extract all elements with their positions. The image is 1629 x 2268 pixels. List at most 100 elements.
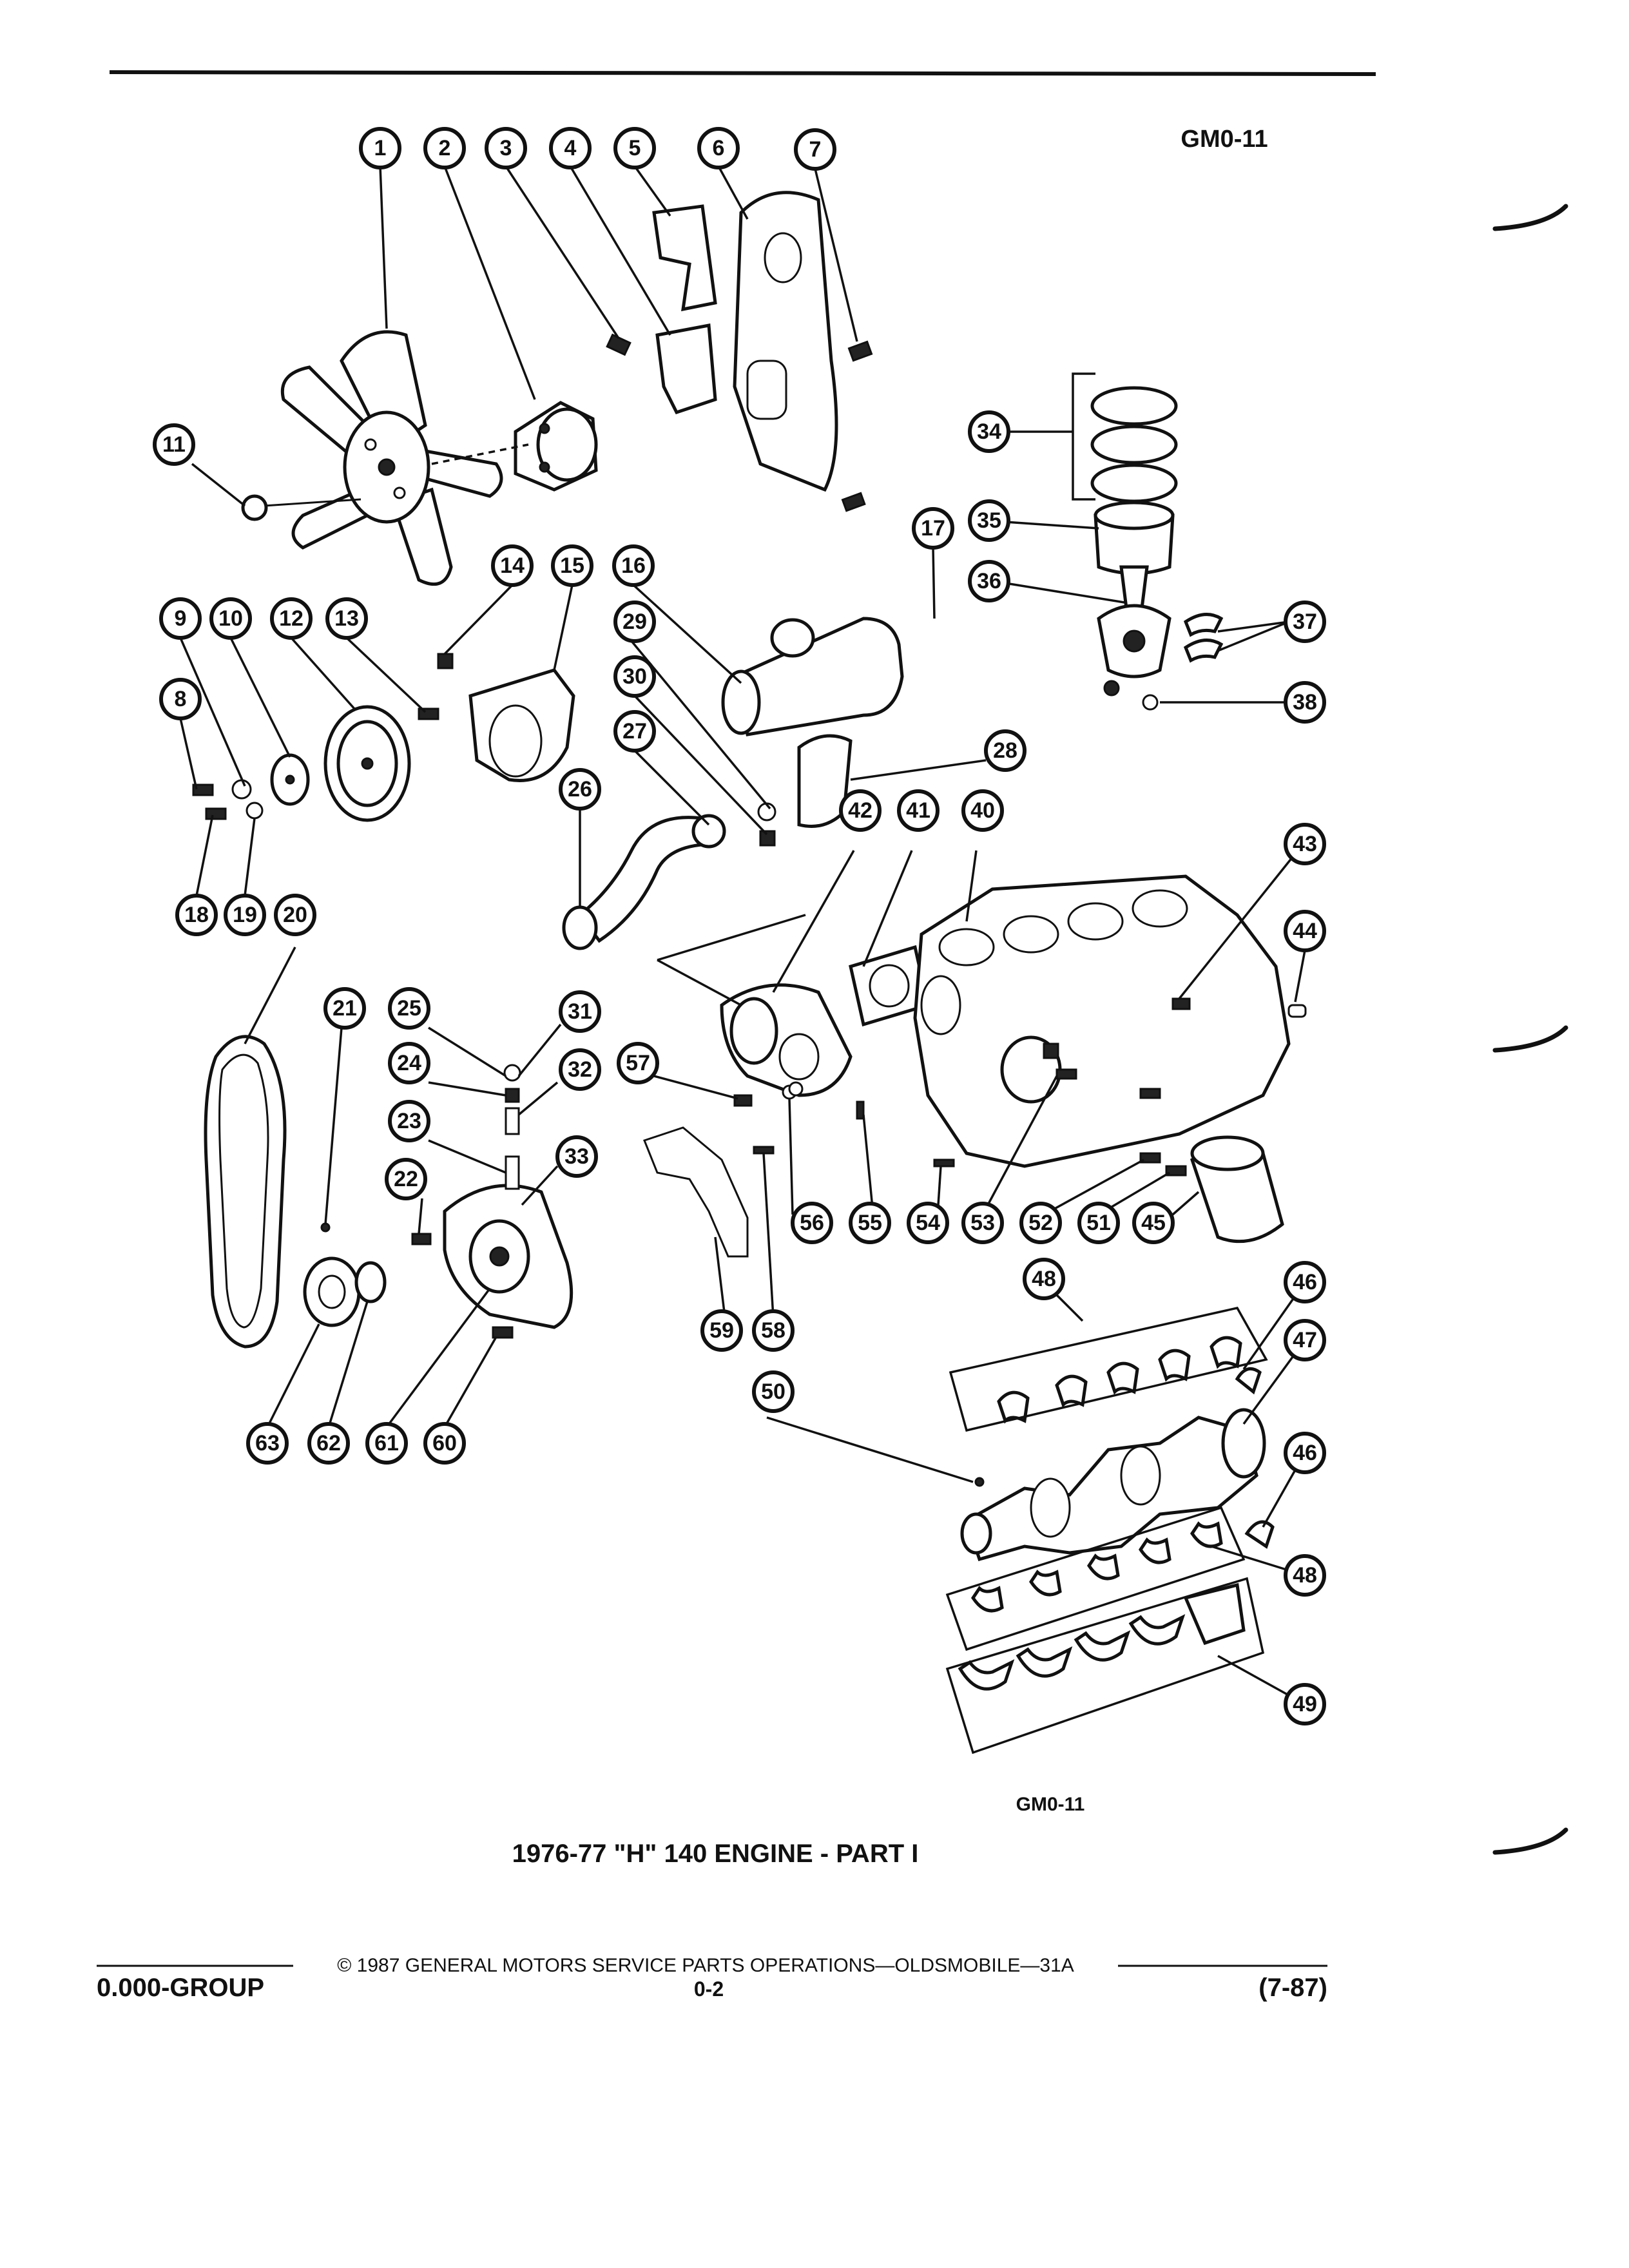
top-rule [109,70,1376,76]
callout-32: 32 [559,1048,601,1091]
callout-46-lower: 46 [1284,1432,1326,1474]
callout-46-upper: 46 [1284,1261,1326,1303]
svg-text:59: 59 [709,1318,734,1343]
fan-spacer-drawing [431,401,598,492]
svg-text:23: 23 [397,1109,421,1133]
callout-15: 15 [551,544,593,587]
callout-56: 56 [791,1202,833,1244]
figure-caption: 1976-77 "H" 140 ENGINE - PART I [512,1840,919,1868]
svg-text:1: 1 [374,136,387,160]
svg-text:48: 48 [1293,1563,1317,1588]
hose-drawing [562,814,726,950]
svg-text:49: 49 [1293,1692,1317,1716]
callout-6: 6 [697,127,740,169]
callout-10: 10 [209,597,252,640]
callout-48-lower: 48 [1284,1554,1326,1597]
callout-52: 52 [1019,1202,1062,1244]
callout-11: 11 [153,423,195,466]
bearing-bracket-lower [945,1506,1246,1651]
bearing-caps-drawing [958,1582,1246,1691]
footer-copyright: © 1987 GENERAL MOTORS SERVICE PARTS OPER… [337,1955,1074,1976]
callout-59: 59 [700,1309,743,1352]
svg-text:7: 7 [809,137,822,162]
callout-62: 62 [307,1422,350,1465]
svg-text:52: 52 [1028,1211,1053,1235]
svg-text:19: 19 [233,903,257,927]
svg-text:54: 54 [916,1211,940,1235]
callout-42: 42 [839,789,882,832]
svg-text:63: 63 [255,1431,280,1456]
oil-pump-drawing [411,1064,574,1339]
pulley-drawing [192,705,411,822]
svg-text:44: 44 [1293,919,1317,943]
svg-text:11: 11 [162,432,186,457]
svg-text:31: 31 [568,999,592,1024]
callout-13: 13 [325,597,368,640]
svg-text:47: 47 [1293,1328,1317,1352]
callout-18: 18 [175,894,218,936]
callout-21: 21 [323,987,366,1030]
callout-47: 47 [1284,1319,1326,1361]
water-pump-drawing [657,914,930,1107]
binder-mark-1 [1492,204,1568,231]
svg-text:51: 51 [1086,1211,1111,1235]
callout-24: 24 [388,1042,430,1084]
callout-16: 16 [612,544,655,587]
svg-text:32: 32 [568,1057,592,1082]
callout-54: 54 [907,1202,949,1244]
svg-text:56: 56 [800,1211,824,1235]
svg-text:58: 58 [761,1318,786,1343]
piston-assembly-drawing [1090,386,1224,711]
callout-12: 12 [270,597,313,640]
svg-text:41: 41 [906,798,930,823]
timing-belt-drawing [204,1035,287,1349]
svg-text:3: 3 [500,136,512,160]
svg-text:40: 40 [970,798,995,823]
callout-30: 30 [613,655,656,698]
callout-51: 51 [1077,1202,1120,1244]
callout-48-upper: 48 [1023,1258,1065,1300]
svg-text:57: 57 [626,1051,650,1075]
binder-mark-2 [1492,1025,1568,1053]
svg-text:60: 60 [432,1431,457,1456]
svg-text:46: 46 [1293,1441,1317,1465]
gasket-59-drawing [643,1126,775,1258]
callout-27: 27 [613,710,656,753]
callout-41: 41 [897,789,940,832]
callout-63: 63 [246,1422,289,1465]
ring-bracket [1072,372,1095,501]
svg-text:46: 46 [1293,1270,1317,1294]
svg-text:50: 50 [761,1379,786,1404]
lower-cover-drawing [418,653,575,782]
footer-page: 0-2 [694,1977,724,2001]
callout-44: 44 [1284,910,1326,952]
callout-7: 7 [794,128,836,171]
callout-9: 9 [159,597,202,640]
callout-57: 57 [617,1042,659,1084]
svg-text:28: 28 [993,738,1017,763]
svg-text:17: 17 [921,516,945,541]
svg-text:6: 6 [713,136,725,160]
engine-block-drawing [913,874,1291,1168]
callout-8: 8 [159,678,202,720]
svg-text:15: 15 [560,553,584,578]
callout-2: 2 [423,127,466,169]
callout-60: 60 [423,1422,466,1465]
callout-22: 22 [385,1158,427,1200]
callout-1: 1 [359,127,401,169]
svg-text:14: 14 [500,553,525,578]
small-bolts-drawing [788,1081,955,1168]
bearing-bracket-upper [949,1307,1268,1432]
svg-text:36: 36 [977,569,1001,593]
plug-44-drawing [1287,1004,1307,1018]
callout-17: 17 [912,507,954,550]
callout-45: 45 [1132,1202,1175,1244]
binder-mark-3 [1492,1827,1568,1855]
svg-text:24: 24 [397,1051,421,1075]
fan-drawing [241,330,503,586]
svg-text:21: 21 [333,996,357,1021]
leader-lines [179,165,1306,1706]
bracket-28-drawing [757,734,853,847]
callout-55: 55 [849,1202,891,1244]
oil-filter-drawing [1139,1135,1284,1244]
